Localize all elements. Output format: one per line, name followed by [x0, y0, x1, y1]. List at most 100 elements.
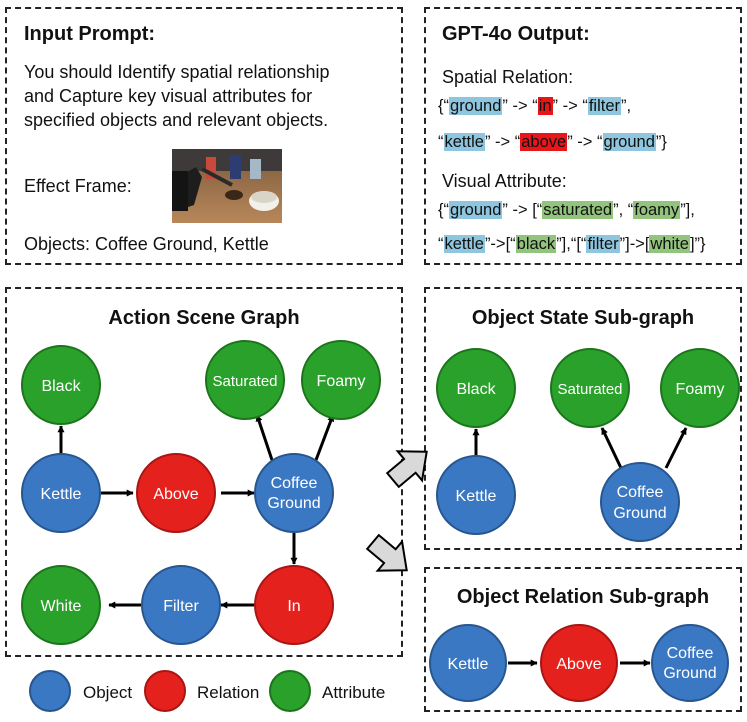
svg-text:Above: Above [153, 486, 198, 503]
punctuation: “ [438, 133, 444, 151]
osg-node-foamy: Foamy [660, 348, 740, 428]
svg-text:Ground: Ground [613, 505, 666, 522]
object-token: ground [449, 97, 503, 115]
svg-text:Object: Object [83, 683, 132, 702]
osg-edge-coffee-ground-foamy [664, 427, 688, 469]
svg-text:Black: Black [41, 378, 81, 395]
org-node-above: Above [540, 624, 618, 702]
svg-text:Attribute: Attribute [322, 683, 385, 702]
attribute-token: foamy [633, 201, 681, 219]
svg-text:Kettle: Kettle [448, 656, 489, 673]
asg-node-foamy: Foamy [301, 340, 381, 420]
svg-text:Saturated: Saturated [557, 381, 622, 398]
svg-text:White: White [41, 598, 82, 615]
asg-node-kettle: Kettle [21, 453, 101, 533]
osg-node-kettle: Kettle [436, 455, 516, 535]
punctuation: ” -> “ [567, 133, 603, 151]
object-token: filter [586, 235, 620, 253]
punctuation: “ [438, 235, 444, 253]
object-state-subgraph-edges [472, 427, 688, 469]
edge-coffee-ground-foamy [314, 414, 335, 461]
spatial-row-2: “kettle” -> “above” -> “ground”} [438, 133, 667, 152]
object-token: kettle [443, 133, 485, 151]
action-scene-graph-edges [57, 414, 335, 609]
svg-text:In: In [287, 598, 300, 615]
attribute-token: saturated [542, 201, 614, 219]
legend-attribute: Attribute [269, 670, 385, 712]
prompt-line-2: and Capture key visual attributes for [24, 86, 313, 106]
svg-text:Above: Above [556, 656, 601, 673]
osg-node-black: Black [436, 348, 516, 428]
punctuation: ”]->[ [619, 235, 650, 253]
svg-text:Foamy: Foamy [317, 373, 366, 390]
legend-object: Object [29, 670, 132, 712]
object-token: kettle [443, 235, 485, 253]
prompt-line-1: You should Identify spatial relationship [24, 62, 330, 82]
asg-node-above: Above [136, 453, 216, 533]
punctuation: ”->[“ [484, 235, 516, 253]
punctuation: ” -> “ [484, 133, 521, 151]
punctuation: ”, “ [613, 201, 634, 219]
svg-text:Coffee: Coffee [617, 484, 664, 501]
osg-node-saturated: Saturated [550, 348, 630, 428]
object-relation-subgraph-nodes: Kettle Above Coffee Ground [429, 624, 729, 702]
svg-text:Foamy: Foamy [676, 381, 725, 398]
effect-frame-image [172, 149, 282, 223]
relation-token: in [537, 97, 553, 115]
object-token: filter [587, 97, 622, 115]
punctuation: ” -> “ [552, 97, 588, 115]
punctuation: {“ [438, 201, 450, 219]
osg-node-coffee-ground: Coffee Ground [600, 462, 680, 542]
object-state-subgraph-nodes: Black Saturated Foamy Kettle Coffee Grou… [436, 348, 740, 542]
object-token: ground [449, 201, 503, 219]
visual-row-2: “kettle”->[“black”],“[“filter”]->[white]… [438, 235, 706, 254]
object-token: ground [602, 133, 656, 151]
prompt-line-3: specified objects and relevant objects. [24, 110, 329, 130]
punctuation: ” -> [“ [502, 201, 543, 219]
to-object-relation-arrow [365, 533, 408, 572]
asg-node-white: White [21, 565, 101, 645]
svg-text:Relation: Relation [197, 683, 259, 702]
punctuation: {“ [438, 97, 450, 115]
legend-relation: Relation [144, 670, 259, 712]
legend: Object Relation Attribute [29, 670, 385, 712]
punctuation: ]”} [689, 235, 706, 253]
osg-edge-coffee-ground-saturated [600, 427, 623, 469]
object-state-subgraph-title: Object State Sub-graph [471, 307, 695, 329]
attribute-token: white [649, 235, 690, 253]
punctuation: ”], [680, 201, 695, 219]
asg-node-black: Black [21, 345, 101, 425]
punctuation: ”} [655, 133, 667, 151]
org-node-kettle: Kettle [429, 624, 507, 702]
punctuation: ”, [621, 97, 632, 115]
gpt-output-panel: GPT-4o Output: Spatial Relation: {“groun… [424, 7, 742, 265]
edge-coffee-ground-saturated [255, 414, 274, 461]
svg-text:Saturated: Saturated [212, 373, 277, 390]
svg-text:Ground: Ground [663, 665, 716, 682]
to-object-state-arrow [385, 450, 428, 489]
svg-text:Ground: Ground [267, 495, 320, 512]
objects-line: Objects: Coffee Ground, Kettle [24, 234, 269, 254]
punctuation: ”],“[“ [556, 235, 587, 253]
org-node-coffee-ground: Coffee Ground [651, 624, 729, 702]
svg-text:Coffee: Coffee [271, 475, 318, 492]
svg-text:Kettle: Kettle [456, 488, 497, 505]
input-prompt-title: Input Prompt: [24, 23, 156, 45]
svg-text:Black: Black [456, 381, 496, 398]
punctuation: ” -> “ [502, 97, 538, 115]
attribute-token: black [515, 235, 557, 253]
svg-text:Kettle: Kettle [41, 486, 82, 503]
visual-row-1: {“ground” -> [“saturated”, “foamy”], [438, 201, 695, 220]
spatial-row-1: {“ground” -> “in” -> “filter”, [438, 97, 631, 116]
input-prompt-panel: Input Prompt: You should Identify spatia… [5, 7, 403, 265]
asg-node-saturated: Saturated [205, 340, 285, 420]
object-relation-subgraph-title: Object Relation Sub-graph [456, 586, 710, 608]
effect-frame-label: Effect Frame: [24, 176, 132, 196]
asg-node-coffee-ground: Coffee Ground [254, 453, 334, 533]
relation-token: above [520, 133, 568, 151]
asg-node-in: In [254, 565, 334, 645]
svg-text:Filter: Filter [163, 598, 199, 615]
svg-text:Coffee: Coffee [667, 645, 714, 662]
action-scene-graph-nodes: Black Kettle Above Saturated Foamy Coffe… [21, 340, 381, 645]
